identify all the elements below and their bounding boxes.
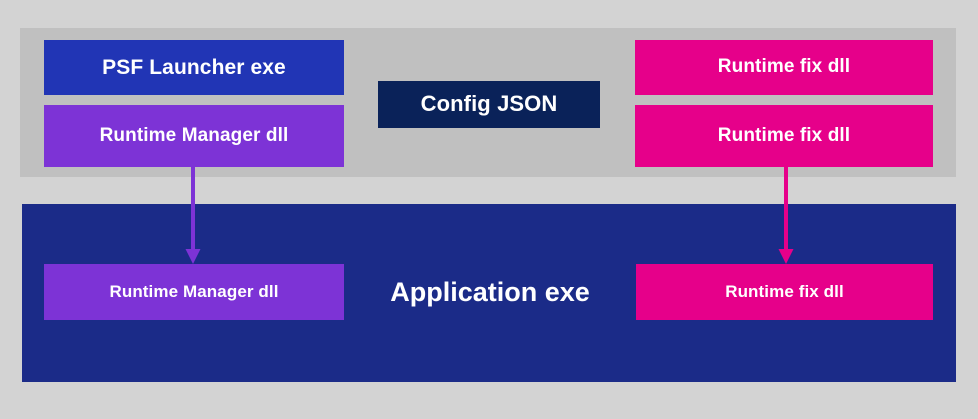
application-exe-title: Application exe xyxy=(374,274,606,310)
runtime-fix-dll-injected-label: Runtime fix dll xyxy=(725,281,844,301)
runtime-fix-dll-injected-box: Runtime fix dll xyxy=(636,264,933,320)
runtime-manager-dll-package-box: Runtime Manager dll xyxy=(44,105,344,167)
application-exe-title-label: Application exe xyxy=(390,276,590,307)
runtime-manager-dll-injected-label: Runtime Manager dll xyxy=(109,281,279,301)
psf-launcher-exe-label: PSF Launcher exe xyxy=(102,55,286,79)
runtime-manager-injection-arrow-icon xyxy=(185,165,201,264)
runtime-manager-dll-package-label: Runtime Manager dll xyxy=(99,124,289,146)
runtime-manager-dll-injected-box: Runtime Manager dll xyxy=(44,264,344,320)
runtime-fix-dll-package-label-2: Runtime fix dll xyxy=(717,124,851,146)
config-json-box: Config JSON xyxy=(378,81,600,128)
psf-launcher-exe-box: PSF Launcher exe xyxy=(44,40,344,95)
runtime-fix-injection-arrow-icon xyxy=(778,165,794,264)
config-json-label: Config JSON xyxy=(420,91,558,117)
runtime-fix-dll-package-box-2: Runtime fix dll xyxy=(635,105,933,167)
runtime-fix-dll-package-box-1: Runtime fix dll xyxy=(635,40,933,95)
runtime-fix-dll-package-label-1: Runtime fix dll xyxy=(717,56,851,78)
